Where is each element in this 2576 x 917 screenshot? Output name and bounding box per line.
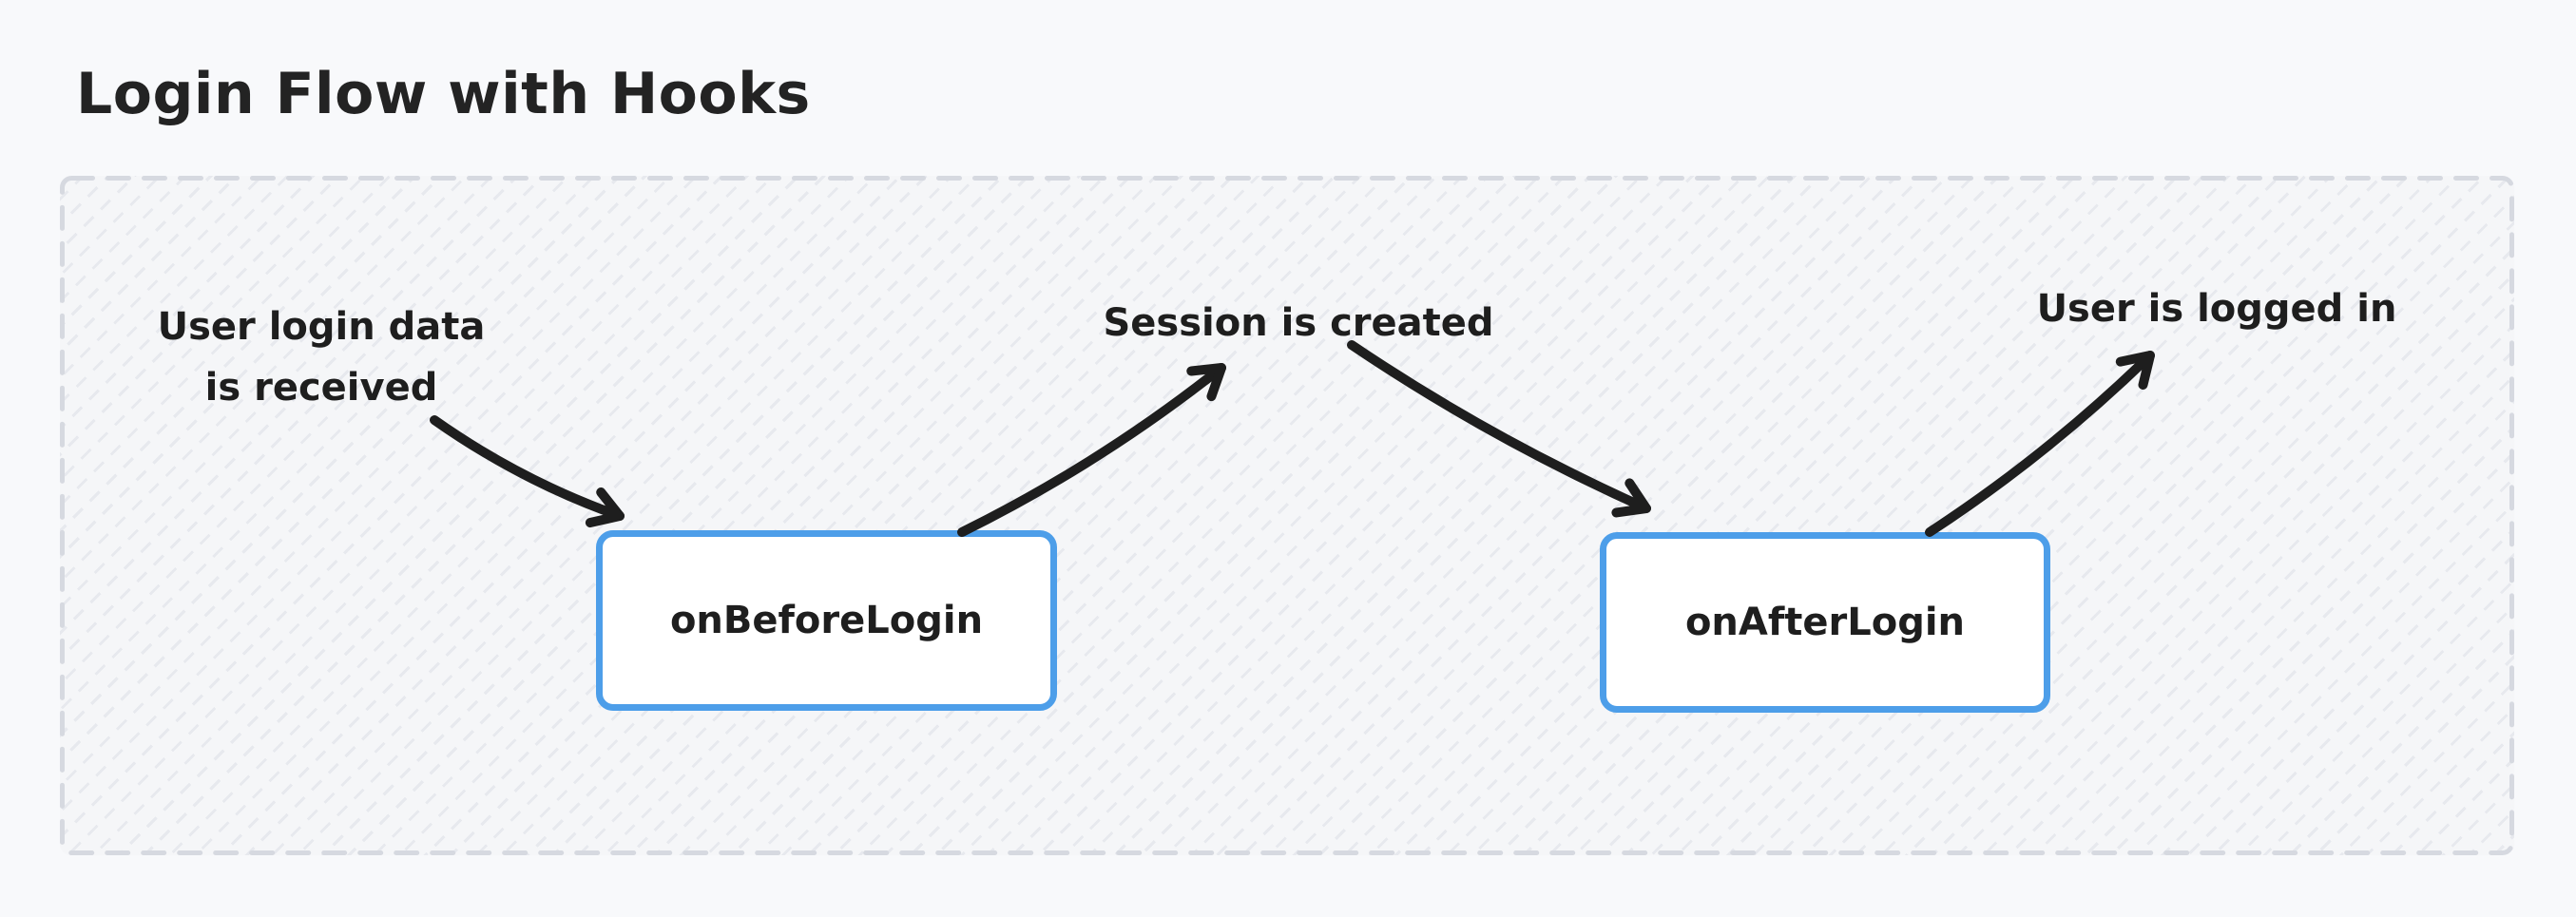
annotation-session-created: Session is created (1103, 293, 1493, 353)
node-on-before-login-label: onBeforeLogin (669, 599, 984, 642)
annotation-line: is received (204, 366, 438, 410)
annotation-login-data-received: User login data is received (158, 296, 486, 418)
node-on-after-login-label: onAfterLogin (1684, 601, 1966, 644)
canvas-dashed-border (60, 176, 2514, 855)
diagram-title: Login Flow with Hooks (76, 61, 811, 127)
annotation-line: User is logged in (2036, 287, 2397, 331)
annotation-line: User login data (157, 305, 486, 349)
node-on-before-login: onBeforeLogin (596, 530, 1057, 711)
dashed-border-rect (60, 176, 2514, 855)
annotation-line: Session is created (1103, 301, 1494, 345)
node-on-after-login: onAfterLogin (1600, 532, 2050, 713)
annotation-user-logged-in: User is logged in (2037, 278, 2397, 339)
